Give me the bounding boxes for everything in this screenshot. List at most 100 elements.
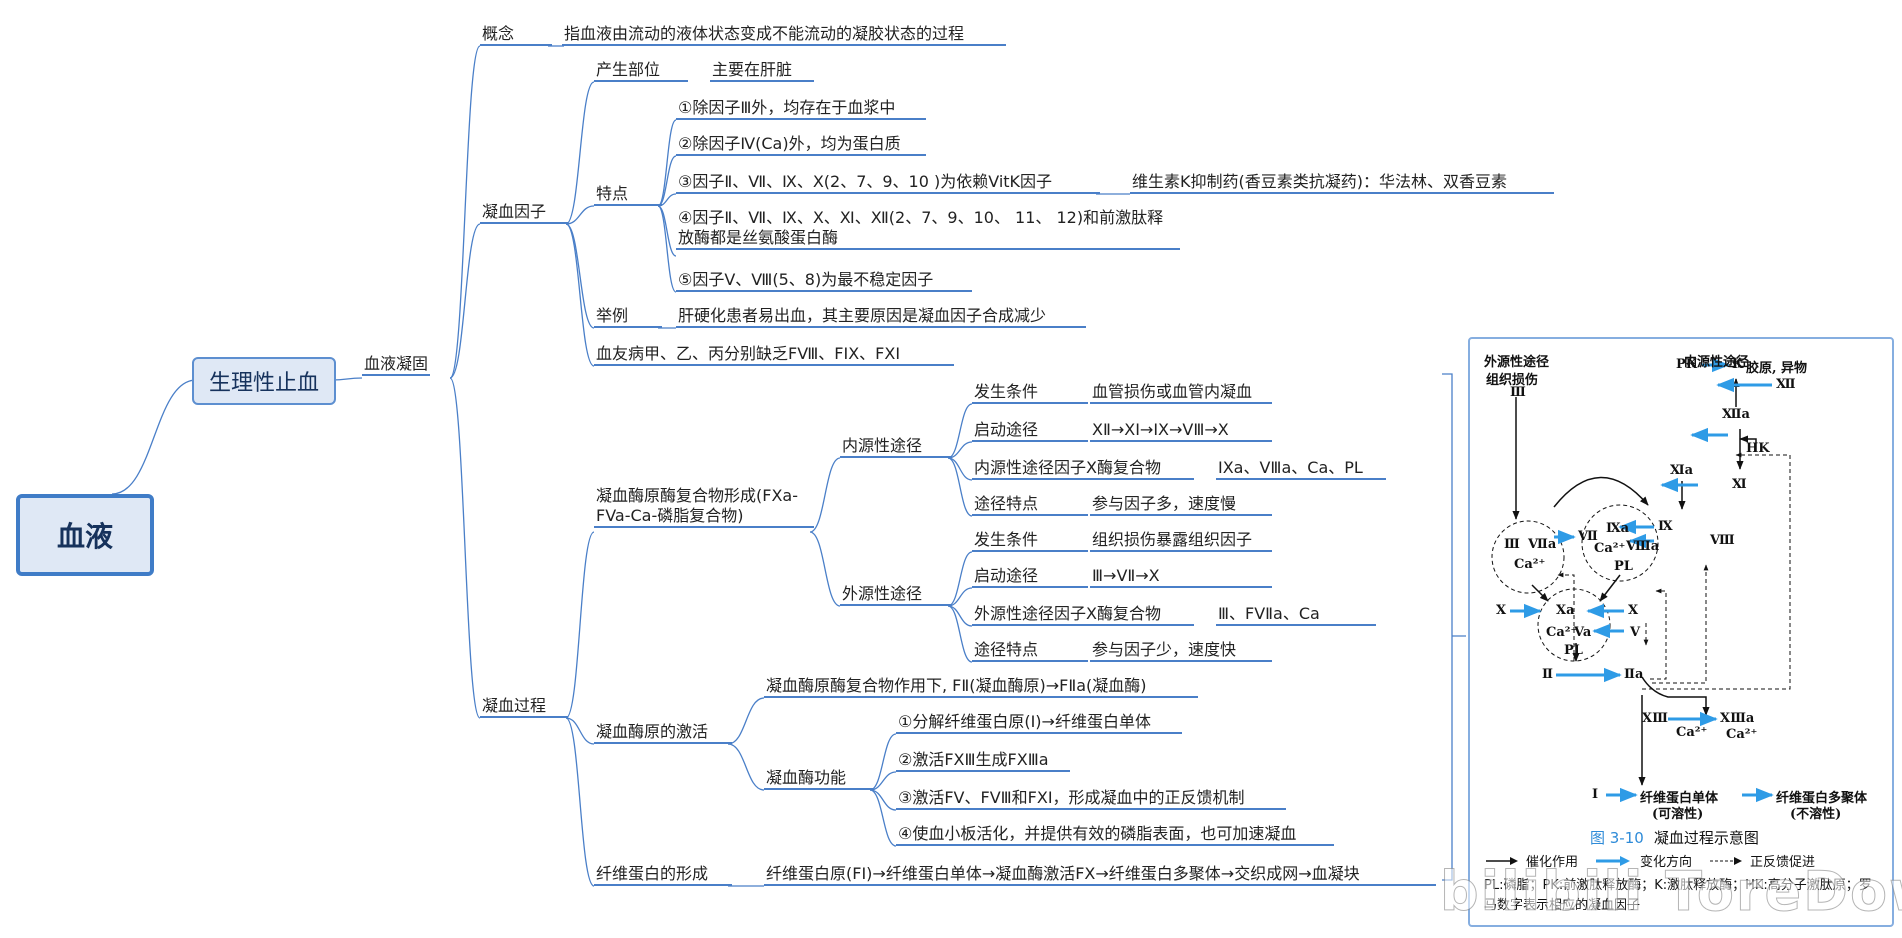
- node-example[interactable]: 举例: [594, 306, 662, 328]
- fig-factor-V: V: [1630, 625, 1641, 640]
- text-example: 肝硬化患者易出血，其主要原因是凝血因子合成减少: [676, 306, 1086, 328]
- extrinsic-row-3-key: 外源性途径因子X酶复合物: [972, 604, 1194, 626]
- text-hemophilia: 血友病甲、乙、丙分别缺乏FⅧ、FIX、FXI: [594, 344, 954, 366]
- legend-feedback: 正反馈促进: [1750, 855, 1816, 870]
- connector: [331, 377, 363, 381]
- node-blood-coagulation[interactable]: 血液凝固: [362, 354, 431, 376]
- extrinsic-row-2-value: Ⅲ→VⅡ→X: [1090, 566, 1272, 588]
- fig-legend: 催化作用 变化方向 正反馈促进 PL:磷脂；PK:前激肽释放酶；K:激肽释放酶；…: [1484, 851, 1884, 916]
- fig-factor-IXa: Ⅸa: [1606, 521, 1630, 536]
- intrinsic-row-3-value: IXa、VⅢa、Ca、PL: [1216, 458, 1386, 480]
- node-fibrin-formation[interactable]: 纤维蛋白的形成: [594, 864, 732, 886]
- direction-arrow-icon: [1596, 855, 1631, 866]
- node-intrinsic-pathway[interactable]: 内源性途径: [840, 436, 952, 458]
- fig-factor-VIIIa: Ⅷa: [1626, 539, 1660, 554]
- fig-fibrin-polymer-sub: (不溶性): [1790, 807, 1842, 822]
- fig-fibrin-polymer: 纤维蛋白多聚体: [1776, 791, 1868, 806]
- fig-intrinsic-title: 内源性途径: [1684, 355, 1750, 370]
- fig-ca-5: Ca²⁺: [1726, 727, 1758, 742]
- connector: [657, 205, 677, 293]
- fig-legend-row: 催化作用 变化方向 正反馈促进: [1484, 851, 1884, 870]
- fig-tissue-injury: 组织损伤: [1486, 373, 1539, 388]
- feature-item-2: ②除因子Ⅳ(Ca)外，均为蛋白质: [676, 134, 926, 156]
- node-production-site[interactable]: 产生部位: [594, 60, 688, 82]
- node-physiological-hemostasis[interactable]: 生理性止血: [192, 357, 336, 405]
- fig-PL-1: PL: [1614, 559, 1633, 574]
- fig-factor-VIII: Ⅷ: [1710, 533, 1735, 548]
- intrinsic-row-4-value: 参与因子多，速度慢: [1090, 494, 1272, 516]
- connector: [565, 531, 595, 719]
- connector: [947, 457, 973, 517]
- connector: [947, 605, 973, 663]
- legend-direction: 变化方向: [1640, 855, 1693, 870]
- fig-factor-XIIIa: ⅩⅢa: [1720, 711, 1755, 726]
- connector: [449, 223, 481, 379]
- thrombin-function-1: ①分解纤维蛋白原(Ⅰ)→纤维蛋白单体: [896, 712, 1182, 734]
- legend-abbreviations: PL:磷脂；PK:前激肽释放酶；K:激肽释放酶；HK:高分子激肽原；罗马数字表示…: [1484, 878, 1872, 913]
- intrinsic-row-4-key: 途径特点: [972, 494, 1088, 516]
- fig-K: K: [1732, 357, 1744, 372]
- fig-factor-IIa: Ⅱa: [1624, 667, 1644, 682]
- connector: [565, 223, 595, 367]
- feature-item-5: ⑤因子Ⅴ、Ⅷ(5、8)为最不稳定因子: [676, 270, 972, 292]
- connector: [869, 789, 897, 847]
- connector: [449, 377, 481, 719]
- feature-item-1: ①除因子Ⅲ外，均存在于血浆中: [676, 98, 926, 120]
- fig-factor-X-left: X: [1496, 603, 1507, 618]
- feedback-arrow-icon: [1710, 856, 1743, 865]
- fig-factor-IX: Ⅸ: [1658, 519, 1673, 534]
- thrombin-function-2: ②激活FXⅢ生成FXⅢa: [896, 750, 1070, 772]
- fig-fibrin-monomer-sub: (可溶性): [1652, 807, 1704, 822]
- connector: [947, 457, 973, 481]
- extrinsic-row-3-value: Ⅲ、FVⅡa、Ca: [1216, 604, 1376, 626]
- node-coagulation-process[interactable]: 凝血过程: [480, 696, 568, 718]
- connector: [947, 605, 973, 627]
- node-thrombin-function[interactable]: 凝血酶功能: [764, 768, 874, 790]
- node-coagulation-factors[interactable]: 凝血因子: [480, 202, 568, 224]
- fig-factor-VII: Ⅶ: [1578, 529, 1598, 544]
- fig-factor-III-complex: Ⅲ: [1504, 537, 1520, 552]
- fig-factor-VIIa: Ⅶa: [1528, 537, 1557, 552]
- node-concept[interactable]: 概念: [480, 24, 552, 46]
- fig-collagen: 胶原, 异物: [1746, 361, 1808, 376]
- extrinsic-row-1-key: 发生条件: [972, 530, 1088, 552]
- fig-ca-1: Ca²⁺: [1514, 557, 1546, 572]
- fig-factor-III: Ⅲ: [1510, 385, 1526, 400]
- connector: [869, 789, 897, 811]
- node-extrinsic-pathway[interactable]: 外源性途径: [840, 584, 952, 606]
- fig-factor-II: Ⅱ: [1542, 667, 1553, 682]
- fig-factor-XI: Ⅺ: [1732, 477, 1747, 492]
- intrinsic-row-2-value: XⅡ→XI→IX→VⅢ→X: [1090, 420, 1272, 442]
- feature-item-3-note: 维生素K抑制药(香豆素类抗凝药)：华法林、双香豆素: [1130, 172, 1554, 194]
- legend-catalysis: 催化作用: [1526, 855, 1579, 870]
- fig-PK: PK: [1676, 357, 1698, 372]
- connector: [727, 743, 765, 791]
- fig-factor-XIII: ⅩⅢ: [1642, 711, 1668, 726]
- fig-caption-number: 图 3-10: [1590, 829, 1644, 847]
- root-node-blood[interactable]: 血液: [16, 494, 154, 576]
- catalysis-arrow-icon: [1486, 856, 1518, 865]
- fig-extrinsic-title: 外源性途径: [1484, 355, 1550, 370]
- fig-ca-4: Ca²⁺: [1676, 725, 1708, 740]
- intrinsic-row-2-key: 启动途径: [972, 420, 1088, 442]
- text-concept: 指血液由流动的液体状态变成不能流动的凝胶状态的过程: [562, 24, 1006, 46]
- fig-ca-2: Ca²⁺: [1594, 541, 1626, 556]
- connector: [565, 81, 595, 225]
- connector: [565, 717, 595, 887]
- feature-item-3: ③因子Ⅱ、Ⅶ、Ⅸ、Ⅹ(2、7、9、10 )为依赖VitK因子: [676, 172, 1100, 194]
- connector: [809, 531, 841, 607]
- connector: [809, 457, 841, 533]
- fig-factor-XII: Ⅻ: [1776, 377, 1796, 392]
- connector: [727, 697, 765, 745]
- connector: [565, 205, 595, 225]
- node-prothrombin-activation[interactable]: 凝血酶原的激活: [594, 722, 732, 744]
- thrombin-function-3: ③激活FV、FVⅢ和FXI，形成凝血中的正反馈机制: [896, 788, 1286, 810]
- fig-factor-I: Ⅰ: [1592, 787, 1599, 802]
- extrinsic-row-4-key: 途径特点: [972, 640, 1088, 662]
- node-features[interactable]: 特点: [594, 184, 662, 206]
- intrinsic-row-1-key: 发生条件: [972, 382, 1088, 404]
- thrombin-function-4: ④使血小板活化，并提供有效的磷脂表面，也可加速凝血: [896, 824, 1334, 846]
- node-prothrombinase-complex[interactable]: 凝血酶原酶复合物形成(FXa-FVa-Ca-磷脂复合物): [594, 486, 814, 528]
- intrinsic-row-3-key: 内源性途径因子X酶复合物: [972, 458, 1194, 480]
